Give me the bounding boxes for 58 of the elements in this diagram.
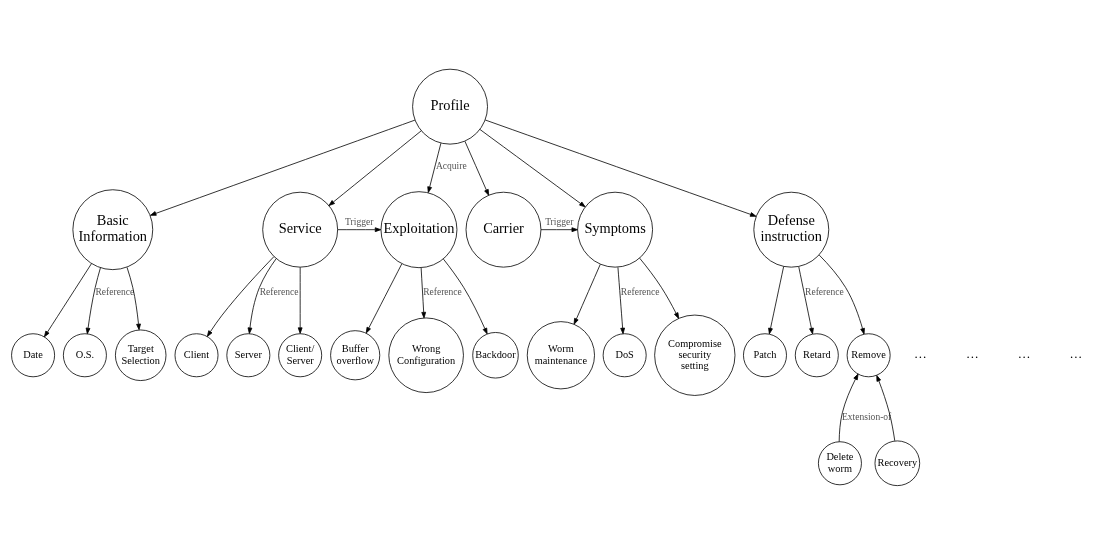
node-circle: Recovery [874,440,921,486]
arrow [297,266,303,334]
node-circle: Patch [743,332,787,377]
node-circle: Profile [412,68,488,145]
node-circle: Delete worm [818,440,862,485]
arrow [443,258,488,334]
node-circle: Compromise security setting [654,314,736,396]
arrow [420,267,427,318]
node-circle: Client/ Server [278,332,323,377]
arrow [126,266,141,330]
edge-label: Reference [805,285,844,297]
label: … [1069,346,1083,361]
node-circle: Carrier [465,191,542,268]
edge-label: Trigger [545,215,574,227]
arrow [484,119,757,217]
edge-label: Reference [423,285,462,297]
node-circle: Remove [846,332,891,377]
arrow [44,262,92,337]
node-circle: Basic Information [72,188,154,270]
label: … [965,346,979,361]
node-circle: Retard [794,332,839,377]
arrow [85,267,101,334]
node-circle: Exploitation [380,190,458,268]
arrow [464,140,490,196]
node-circle: Target Selection [115,329,167,381]
node-circle: DoS [602,332,647,377]
arrow [818,254,865,334]
arrow [328,130,422,206]
label: … [914,346,927,361]
node-circle: O.S. [62,332,107,377]
arrow [479,128,586,207]
arrow [206,255,275,337]
arrow [639,257,680,319]
node-circle: Server [226,332,271,377]
arrow [247,257,277,334]
arrow [617,266,625,334]
arrow [573,263,601,325]
node-circle: Service [262,191,339,268]
node-circle: Defense instruction [753,191,830,268]
arrow [798,265,814,334]
edge-label: Reference [259,285,299,297]
arrow [876,374,896,441]
arrow [768,265,784,334]
arrow [540,226,578,232]
edge-label: Trigger [345,215,374,227]
node-circle: Backdoor [472,331,519,378]
arrow [365,263,403,333]
node-circle: Buffer overflow [330,329,381,380]
arrow [427,142,442,193]
edge-label: Acquire [435,159,467,171]
node-circle: Wrong Configuration [388,317,464,393]
arrow [337,226,382,232]
edge-label: Reference [620,285,660,297]
label: … [1017,346,1031,361]
node-circle: Worm maintenance [526,320,595,389]
node-circle: Client [174,332,219,377]
arrow [150,119,416,216]
arrow [838,373,859,442]
